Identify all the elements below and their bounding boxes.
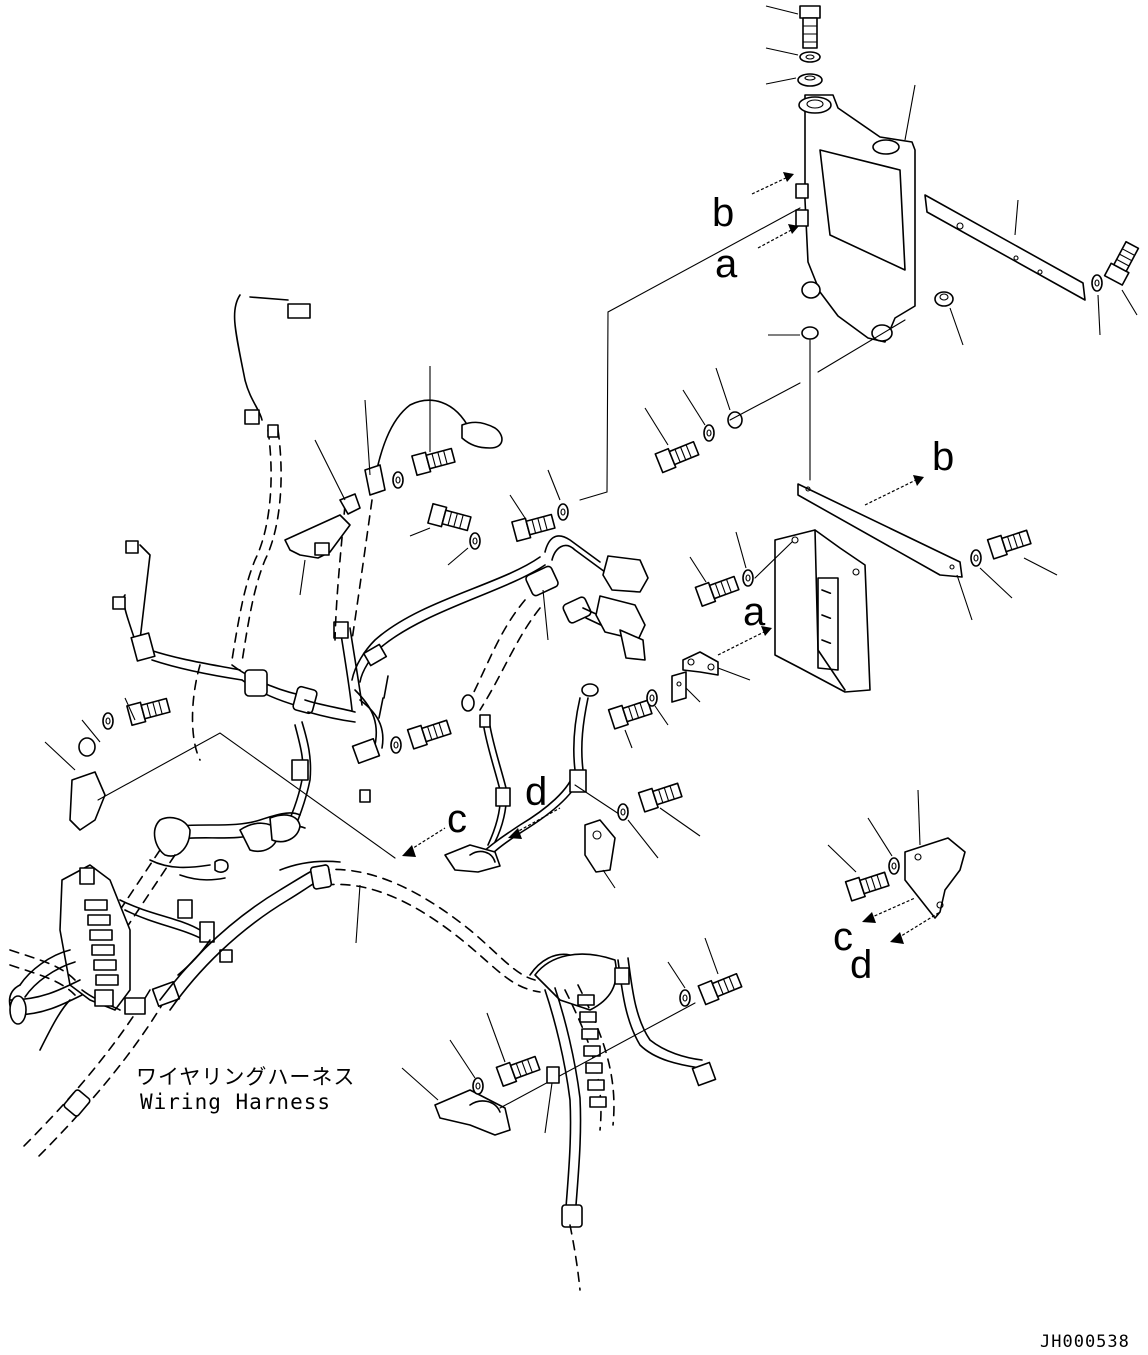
lower-bracket bbox=[797, 483, 973, 621]
harness-clamp-bracket bbox=[284, 399, 386, 596]
small-nut bbox=[768, 326, 819, 340]
flange-nut bbox=[934, 291, 964, 346]
mounting-bracket bbox=[795, 94, 916, 343]
top-bolt bbox=[765, 5, 821, 49]
caption-japanese: ワイヤリングハーネス bbox=[136, 1065, 355, 1089]
callout-d-mid: d bbox=[525, 770, 547, 814]
callout-b-mid: b bbox=[932, 435, 954, 479]
side-bolt bbox=[1103, 239, 1142, 316]
side-plate bbox=[924, 194, 1086, 301]
bolt-washer-group-1 bbox=[644, 367, 801, 474]
callout-a-mid: a bbox=[743, 590, 766, 634]
caption-english: Wiring Harness bbox=[140, 1090, 331, 1114]
ground-cable-d bbox=[444, 683, 629, 873]
harness-main bbox=[333, 535, 649, 749]
harness-tube-left bbox=[9, 864, 331, 1161]
harness-branch-top bbox=[112, 294, 311, 681]
controller-module bbox=[774, 529, 871, 693]
callout-c-right: c bbox=[833, 915, 853, 959]
ring-terminal-top bbox=[461, 421, 503, 449]
drawing-code: JH000538 bbox=[1040, 1332, 1130, 1352]
ground-wire-top bbox=[372, 399, 471, 489]
cable-clip-d bbox=[584, 819, 616, 889]
callout-a-top: a bbox=[715, 242, 738, 286]
top-washer bbox=[765, 47, 821, 63]
harness-dashed-center-2 bbox=[351, 499, 373, 641]
callout-d-right: d bbox=[850, 943, 872, 987]
harness-right-lower bbox=[529, 953, 717, 1291]
small-clip-a bbox=[682, 651, 751, 681]
small-bracket-cd bbox=[904, 789, 966, 919]
harness-left-run bbox=[191, 664, 356, 761]
callout-b-top: b bbox=[712, 191, 734, 235]
bolt-washer-group-2 bbox=[689, 531, 793, 607]
left-clamp-group bbox=[44, 694, 396, 859]
small-clip-b bbox=[671, 671, 701, 703]
callout-c-mid: c bbox=[447, 797, 467, 841]
top-spacer bbox=[765, 73, 823, 87]
harness-arc-center bbox=[279, 860, 541, 993]
connector-block-left bbox=[8, 864, 233, 1051]
harness-loom-left bbox=[99, 812, 306, 946]
